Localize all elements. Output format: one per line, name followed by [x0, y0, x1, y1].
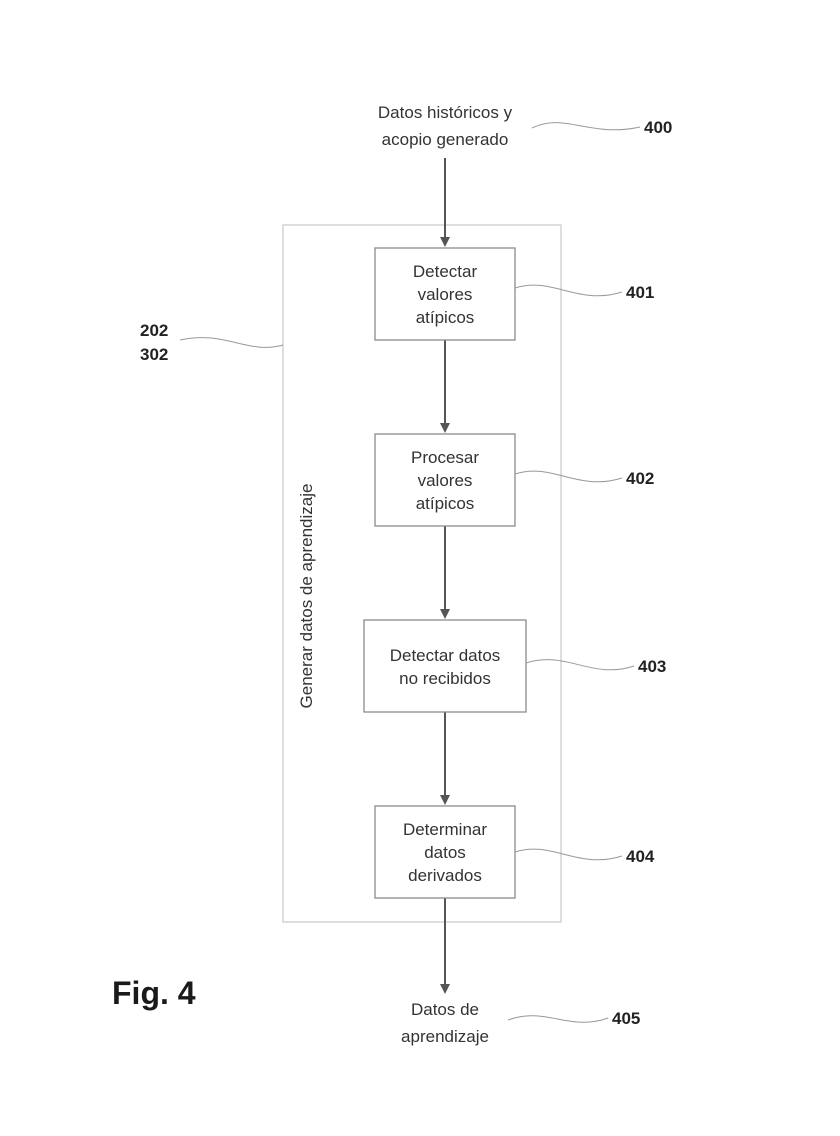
leader-403	[525, 659, 635, 671]
step-402-line-1: Procesar	[411, 448, 479, 467]
step-402-line-3: atípicos	[416, 494, 475, 513]
step-404-line-2: datos	[424, 843, 466, 862]
step-402-line-2: valores	[418, 471, 473, 490]
ref-405: 405	[612, 1009, 640, 1028]
output-line-2: aprendizaje	[401, 1027, 489, 1046]
step-404-line-3: derivados	[408, 866, 482, 885]
leader-404	[514, 848, 623, 861]
ref-402: 402	[626, 469, 654, 488]
step-box-402	[374, 433, 516, 527]
step-401: Detectar valores atípicos	[374, 247, 516, 341]
step-403-line-1: Detectar datos	[390, 646, 501, 665]
input-node: Datos históricos y acopio generado	[378, 103, 513, 149]
step-401-line-1: Detectar	[413, 262, 478, 281]
group-label: Generar datos de aprendizaje	[297, 484, 316, 709]
step-401-line-2: valores	[418, 285, 473, 304]
step-box-403	[363, 619, 527, 713]
ref-302: 302	[140, 345, 168, 364]
leader-400	[531, 122, 641, 131]
group-container	[282, 224, 562, 923]
input-line-2: acopio generado	[382, 130, 509, 149]
ref-404: 404	[626, 847, 655, 866]
step-403-line-2: no recibidos	[399, 669, 491, 688]
output-line-1: Datos de	[411, 1000, 479, 1019]
leader-402	[514, 470, 623, 483]
step-404-line-1: Determinar	[403, 820, 487, 839]
figure-label: Fig. 4	[112, 975, 196, 1011]
leader-401	[514, 284, 623, 297]
leader-202-302	[179, 337, 284, 348]
step-402: Procesar valores atípicos	[374, 433, 516, 527]
step-401-line-3: atípicos	[416, 308, 475, 327]
output-node: Datos de aprendizaje	[401, 1000, 489, 1046]
step-box-401	[374, 247, 516, 341]
ref-403: 403	[638, 657, 666, 676]
step-403: Detectar datos no recibidos	[363, 619, 527, 713]
step-box-404	[374, 805, 516, 899]
leader-405	[507, 1015, 609, 1023]
ref-400: 400	[644, 118, 672, 137]
ref-202: 202	[140, 321, 168, 340]
ref-401: 401	[626, 283, 654, 302]
input-line-1: Datos históricos y	[378, 103, 513, 122]
step-404: Determinar datos derivados	[374, 805, 516, 899]
